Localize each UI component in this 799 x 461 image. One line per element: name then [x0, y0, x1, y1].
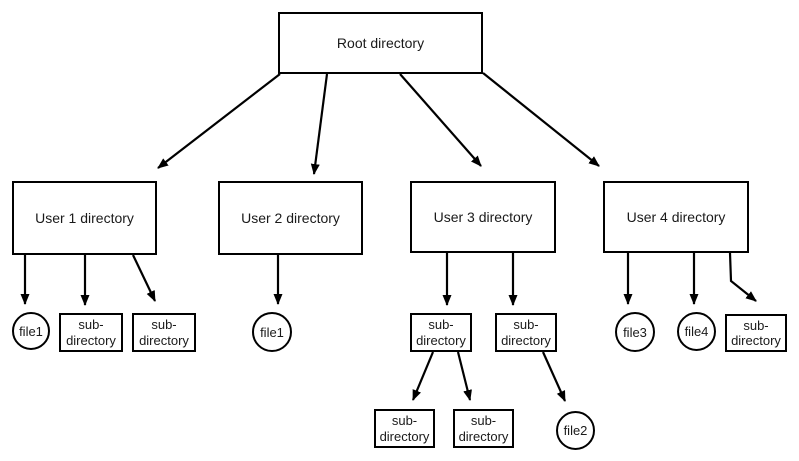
- node-user4-subdirectory: sub- directory: [725, 314, 787, 352]
- node-root-directory: Root directory: [278, 12, 483, 74]
- arrow-user4-to-subdirectory: [728, 252, 757, 302]
- node-user1-subdirectory-2: sub- directory: [132, 313, 196, 352]
- node-user3-subdirectory-1: sub- directory: [410, 313, 472, 352]
- node-user3-sub1-subdirectory-1: sub- directory: [374, 409, 435, 448]
- node-user4-directory: User 4 directory: [603, 181, 749, 253]
- node-user2-directory: User 2 directory: [218, 181, 363, 255]
- arrow-user3-sub1-to-subdirectory-1: [411, 351, 435, 401]
- arrow-root-to-user3: [399, 73, 482, 167]
- node-user1-subdirectory-1: sub- directory: [59, 313, 123, 352]
- node-user1-directory: User 1 directory: [12, 181, 157, 255]
- node-user3-subdirectory-2: sub- directory: [495, 313, 557, 352]
- arrow-user3-sub1-to-subdirectory-2: [456, 351, 472, 401]
- node-user4-file3: file3: [615, 312, 655, 352]
- node-user1-file1: file1: [12, 312, 50, 350]
- node-user3-directory: User 3 directory: [410, 181, 556, 253]
- arrow-root-to-user2: [310, 73, 329, 175]
- node-user2-file1: file1: [252, 312, 292, 352]
- node-user3-sub1-subdirectory-2: sub- directory: [453, 409, 514, 448]
- arrow-user3-sub2-to-file2: [541, 351, 567, 402]
- arrow-root-to-user4: [482, 72, 600, 167]
- node-user4-file4: file4: [677, 312, 716, 351]
- arrow-user1-to-subdirectory-2: [132, 254, 156, 302]
- node-user3-sub2-file2: file2: [556, 411, 595, 450]
- arrow-root-to-user1: [157, 73, 281, 169]
